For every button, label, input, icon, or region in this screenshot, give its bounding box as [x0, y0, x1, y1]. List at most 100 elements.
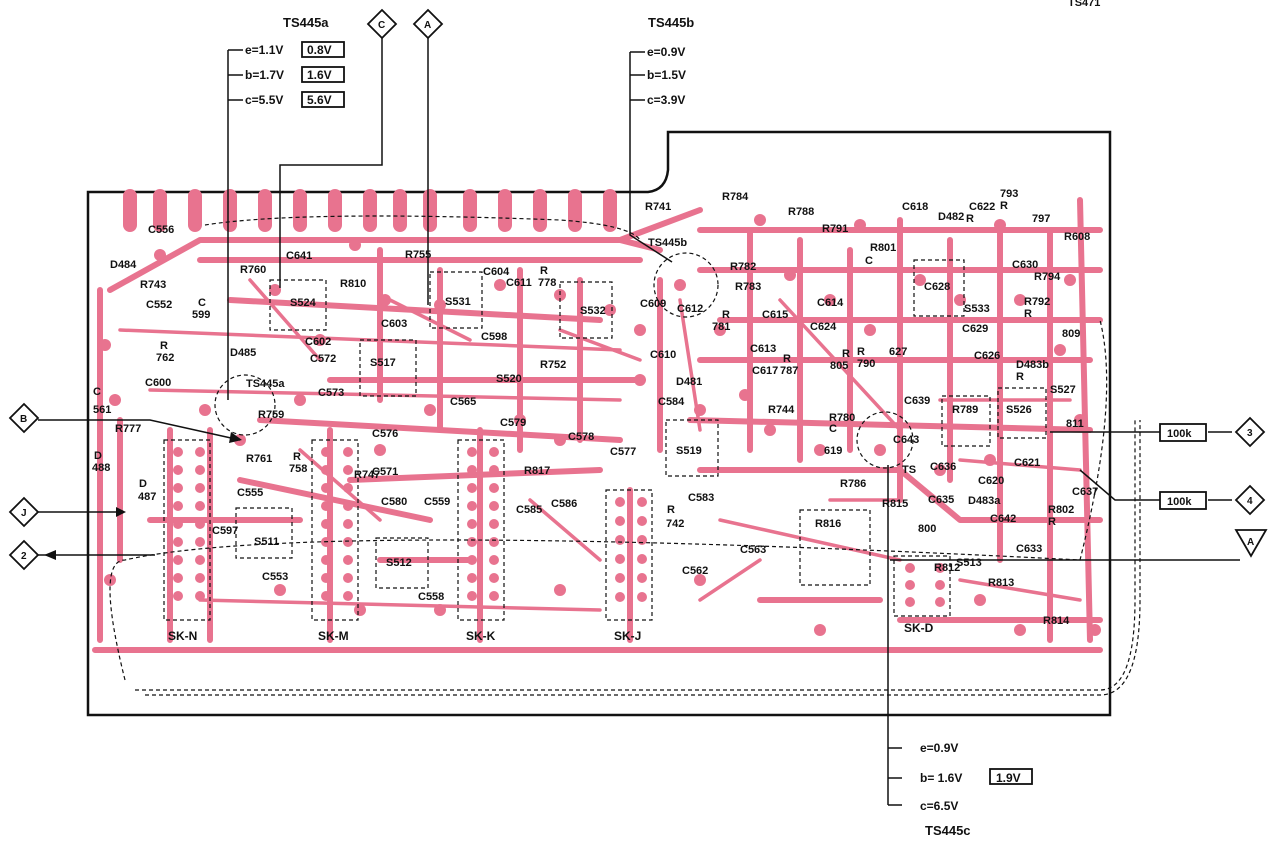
- ts445c-b-box: 1.9V: [996, 771, 1021, 785]
- component-label: 790: [857, 358, 875, 370]
- socket-pin: [321, 591, 331, 601]
- socket-sk-k: SK-K: [466, 629, 496, 643]
- component-label: C604: [483, 266, 510, 278]
- component-label: 599: [192, 309, 210, 321]
- component-label: R: [966, 213, 974, 225]
- socket-pin: [615, 592, 625, 602]
- component-label: R780: [829, 412, 855, 424]
- component-label: C577: [610, 446, 636, 458]
- ts445a-e: e=1.1V: [245, 43, 283, 57]
- component-label: C584: [658, 396, 685, 408]
- component-label: C: [93, 386, 101, 398]
- component-label: S531: [445, 296, 471, 308]
- component-label: 487: [138, 491, 156, 503]
- socket-pin: [343, 573, 353, 583]
- component-label: R783: [735, 281, 761, 293]
- component-label: C563: [740, 544, 766, 556]
- component-label: 778: [538, 277, 556, 289]
- component-label: C571: [372, 466, 398, 478]
- component-label: C603: [381, 318, 407, 330]
- resistor-box-1: [1159, 423, 1207, 442]
- component-label: R801: [870, 242, 896, 254]
- ts445a-b: b=1.7V: [245, 68, 284, 82]
- socket-pin: [637, 554, 647, 564]
- component-outlines: [109, 215, 1141, 696]
- component-label: C643: [893, 434, 919, 446]
- socket-sk-m: SK-M: [318, 629, 349, 643]
- component-label: C555: [237, 487, 263, 499]
- component-label: C610: [650, 349, 676, 361]
- component-label: D481: [676, 376, 702, 388]
- component-label: R: [1016, 371, 1024, 383]
- socket-pin: [467, 537, 477, 547]
- component-label: 758: [289, 463, 307, 475]
- component-label: R810: [340, 278, 366, 290]
- socket-pin: [195, 555, 205, 565]
- component-label: C639: [904, 395, 930, 407]
- component-label: C580: [381, 496, 407, 508]
- socket-pin: [321, 573, 331, 583]
- component-label: C636: [930, 461, 956, 473]
- ts445a-e-box: 0.8V: [307, 43, 332, 57]
- socket-pin: [195, 483, 205, 493]
- component-label: C624: [810, 321, 837, 333]
- socket-pin: [343, 591, 353, 601]
- connector-markers: [8, 8, 1268, 785]
- component-label: D485: [230, 347, 256, 359]
- socket-pin: [615, 497, 625, 507]
- component-label: R744: [768, 404, 795, 416]
- component-label: C597: [212, 525, 238, 537]
- component-label: C578: [568, 431, 594, 443]
- socket-pin: [935, 563, 945, 573]
- socket-pin: [467, 465, 477, 475]
- component-label: R760: [240, 264, 266, 276]
- component-label: S513: [956, 557, 982, 569]
- component-label: R812: [934, 562, 960, 574]
- component-label: R782: [730, 261, 756, 273]
- component-label: 619: [824, 445, 842, 457]
- component-label: C579: [500, 417, 526, 429]
- component-label: C642: [990, 513, 1016, 525]
- socket-pin: [173, 591, 183, 601]
- component-label: D: [139, 478, 147, 490]
- socket-pin: [343, 555, 353, 565]
- socket-pin: [321, 447, 331, 457]
- component-label: C635: [928, 494, 954, 506]
- component-label: C633: [1016, 543, 1042, 555]
- socket-pin: [195, 519, 205, 529]
- component-label: TS445a: [246, 378, 285, 390]
- ts445b-e: e=0.9V: [647, 45, 685, 59]
- socket-pin: [467, 501, 477, 511]
- socket-pin: [637, 535, 647, 545]
- socket-pin: [467, 591, 477, 601]
- component-label: R761: [246, 453, 272, 465]
- socket-pin: [905, 580, 915, 590]
- socket-pin: [489, 519, 499, 529]
- socket-pin: [615, 554, 625, 564]
- component-label: C559: [424, 496, 450, 508]
- component-label: S520: [496, 373, 522, 385]
- connector-4-label: 4: [1247, 496, 1253, 507]
- component-label: S519: [676, 445, 702, 457]
- socket-sk-n: SK-N: [168, 629, 197, 643]
- component-label: TS: [902, 464, 916, 476]
- arrow-from-J: [116, 507, 126, 517]
- component-label: R816: [815, 518, 841, 530]
- arrow-from-B: [229, 432, 242, 443]
- component-label: R: [540, 265, 548, 277]
- component-label: D483a: [968, 495, 1001, 507]
- ts445b-b: b=1.5V: [647, 68, 686, 82]
- component-label: R755: [405, 249, 431, 261]
- component-label: S532: [580, 305, 606, 317]
- component-label: S527: [1050, 384, 1076, 396]
- socket-pin: [173, 465, 183, 475]
- socket-pin: [173, 573, 183, 583]
- socket-pin: [905, 597, 915, 607]
- component-label: C622: [969, 201, 995, 213]
- component-label: 809: [1062, 328, 1080, 340]
- ts445c-e: e=0.9V: [920, 741, 958, 755]
- socket-pin: [615, 573, 625, 583]
- component-label: C598: [481, 331, 507, 343]
- component-label: 797: [1032, 213, 1050, 225]
- socket-pin: [343, 501, 353, 511]
